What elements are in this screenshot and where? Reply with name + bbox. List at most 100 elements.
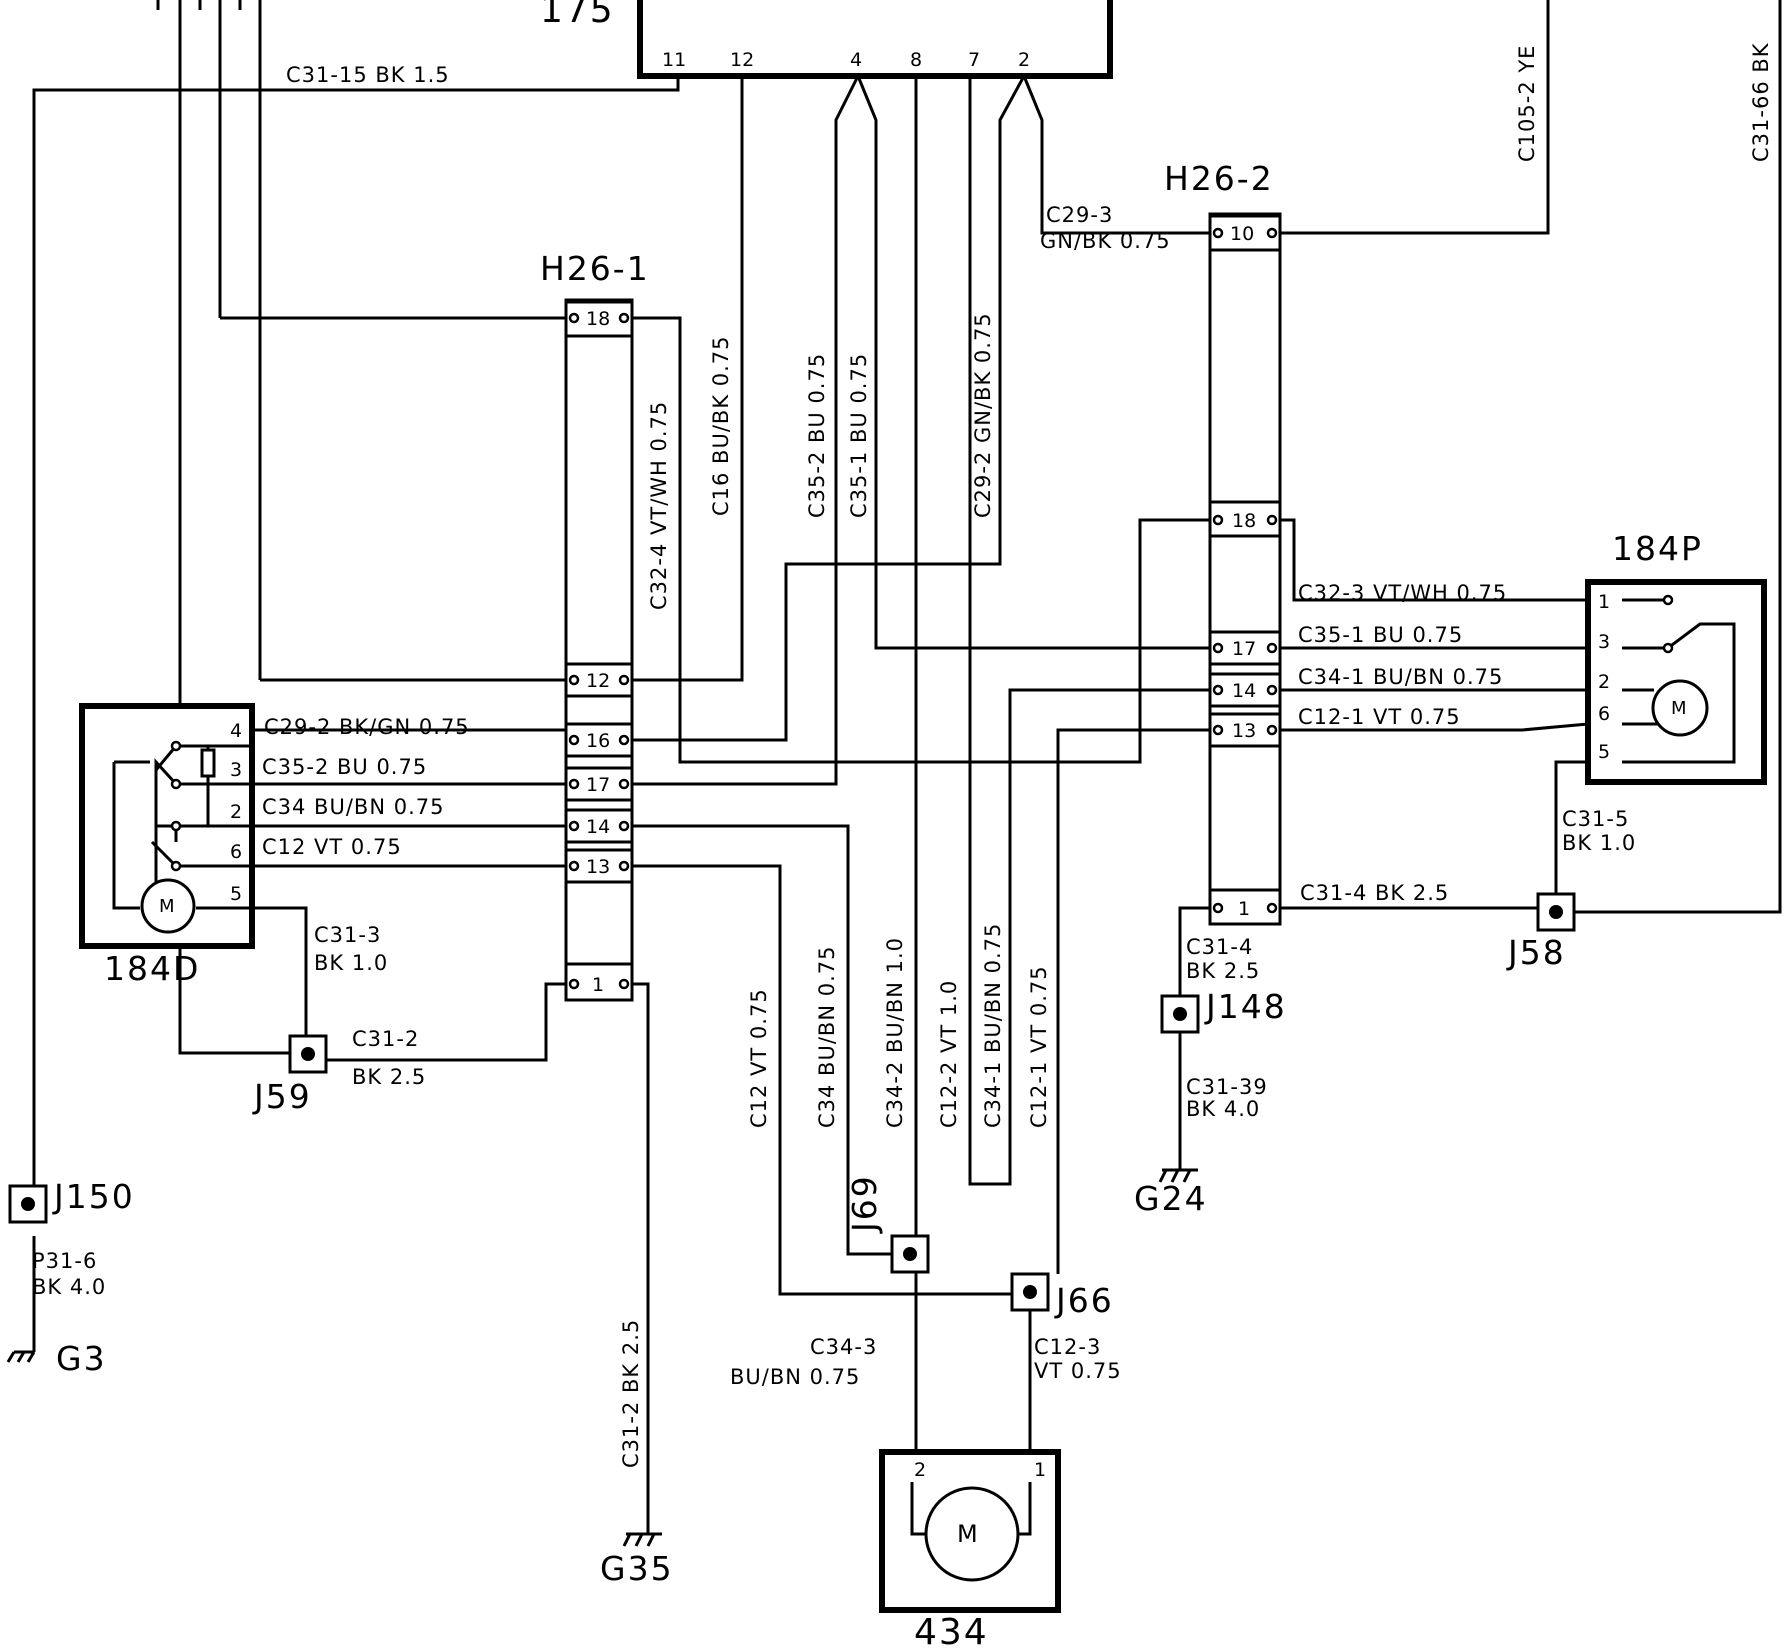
ground-g3-label: G3 bbox=[56, 1339, 107, 1378]
label-c34-horizontal: C34 BU/BN 0.75 bbox=[262, 795, 444, 819]
h26-2-pin-17: 17 bbox=[1232, 638, 1256, 660]
label-c12-1-vertical: C12-1 VT 0.75 bbox=[1027, 965, 1051, 1128]
label-c31-15: C31-15 BK 1.5 bbox=[286, 63, 450, 87]
junction-j59: J59 bbox=[252, 1034, 328, 1116]
label-c31-4-b: BK 2.5 bbox=[1186, 959, 1260, 983]
h26-1-pin-1: 1 bbox=[592, 974, 604, 996]
label-c35-1-vertical: C35-1 BU 0.75 bbox=[847, 353, 871, 518]
junction-j58-label: J58 bbox=[1506, 933, 1566, 972]
label-c105-2: C105-2 YE bbox=[1515, 45, 1539, 162]
svg-text:M: M bbox=[159, 896, 175, 917]
ground-g24-label: G24 bbox=[1134, 1179, 1208, 1218]
label-c31-66: C31-66 BK bbox=[1749, 42, 1773, 162]
junction-j148-label: J148 bbox=[1204, 987, 1287, 1026]
label-c16: C16 BU/BK 0.75 bbox=[709, 335, 733, 516]
184d-pin-6: 6 bbox=[230, 841, 242, 863]
h26-1-pin-13: 13 bbox=[586, 856, 610, 878]
label-c31-2-a: C31-2 bbox=[352, 1027, 419, 1051]
pin-175-11: 11 bbox=[662, 49, 686, 71]
svg-text:M: M bbox=[1671, 698, 1687, 719]
component-175: 175 11 12 4 8 7 2 bbox=[540, 0, 1113, 79]
connector-h26-1: H26-1 18 12 16 17 14 13 1 bbox=[540, 249, 650, 1002]
label-c35-2-horizontal: C35-2 BU 0.75 bbox=[262, 755, 427, 779]
184p-pin-5: 5 bbox=[1598, 741, 1610, 763]
label-c29-2-vertical: C29-2 GN/BK 0.75 bbox=[971, 312, 995, 518]
label-c35-1-horizontal: C35-1 BU 0.75 bbox=[1298, 623, 1463, 647]
label-c34-1-vertical: C34-1 BU/BN 0.75 bbox=[981, 923, 1005, 1128]
label-c12-2-vertical: C12-2 VT 1.0 bbox=[937, 980, 961, 1128]
184d-pin-3: 3 bbox=[230, 759, 242, 781]
h26-1-pin-17: 17 bbox=[586, 774, 610, 796]
svg-text:M: M bbox=[957, 1520, 978, 1548]
ground-g3: G3 bbox=[6, 1339, 107, 1378]
label-c31-2-vertical: C31-2 BK 2.5 bbox=[619, 1319, 643, 1468]
junction-j150: J150 bbox=[8, 1177, 135, 1224]
label-c35-2-vertical: C35-2 BU 0.75 bbox=[805, 353, 829, 518]
label-c34-3-a: C34-3 bbox=[810, 1335, 877, 1359]
component-184d: 184D 4 3 2 6 5 M bbox=[79, 703, 255, 988]
184p-motor-icon bbox=[1651, 679, 1709, 737]
label-c34-2-vertical: C34-2 BU/BN 1.0 bbox=[883, 937, 907, 1128]
434-motor-icon bbox=[924, 1486, 1020, 1582]
184p-pin-1: 1 bbox=[1598, 591, 1610, 613]
label-c31-3-b: BK 1.0 bbox=[314, 951, 388, 975]
label-c29-3-b: GN/BK 0.75 bbox=[1040, 229, 1171, 253]
junction-j58: J58 bbox=[1506, 892, 1576, 972]
h26-1-pin-12: 12 bbox=[586, 670, 610, 692]
label-c12-3-b: VT 0.75 bbox=[1034, 1359, 1122, 1383]
434-pin-1: 1 bbox=[1034, 1459, 1046, 1481]
h26-2-pin-1: 1 bbox=[1238, 898, 1250, 920]
component-184p: 184P 1 3 2 6 5 M bbox=[1585, 529, 1767, 785]
label-c34-vertical: C34 BU/BN 0.75 bbox=[815, 946, 839, 1128]
label-c31-39-a: C31-39 bbox=[1186, 1075, 1268, 1099]
184p-pin-3: 3 bbox=[1598, 631, 1610, 653]
pin-175-8: 8 bbox=[910, 49, 922, 71]
label-c31-4-a: C31-4 bbox=[1186, 935, 1253, 959]
184d-pin-5: 5 bbox=[230, 883, 242, 905]
junction-j59-label: J59 bbox=[252, 1077, 312, 1116]
label-c32-4: C32-4 VT/WH 0.75 bbox=[647, 401, 671, 610]
ground-g35: G35 bbox=[600, 1532, 674, 1588]
component-434: 434 2 1 M bbox=[879, 1449, 1061, 1648]
connector-h26-2: H26-2 10 18 17 14 13 1 bbox=[1164, 159, 1282, 926]
ground-g24: G24 bbox=[1134, 1168, 1208, 1218]
184p-pin-2: 2 bbox=[1598, 671, 1610, 693]
label-c31-3-a: C31-3 bbox=[314, 923, 381, 947]
label-c31-5-a: C31-5 bbox=[1562, 807, 1629, 831]
label-c12-3-a: C12-3 bbox=[1034, 1335, 1101, 1359]
junction-j66: J66 bbox=[1010, 1272, 1114, 1320]
pin-175-7: 7 bbox=[968, 49, 980, 71]
h26-1-pin-18: 18 bbox=[586, 308, 610, 330]
connector-h26-1-label: H26-1 bbox=[540, 249, 650, 288]
label-p31-6-b: BK 4.0 bbox=[32, 1275, 106, 1299]
junction-j69: J69 bbox=[845, 1174, 930, 1274]
pin-175-4: 4 bbox=[850, 49, 862, 71]
434-pin-2: 2 bbox=[914, 1459, 926, 1481]
label-c34-3-b: BU/BN 0.75 bbox=[730, 1365, 860, 1389]
label-c31-39-b: BK 4.0 bbox=[1186, 1097, 1260, 1121]
label-c31-4-horizontal: C31-4 BK 2.5 bbox=[1300, 881, 1449, 905]
184d-pin-4: 4 bbox=[230, 720, 242, 742]
component-434-label: 434 bbox=[914, 1612, 989, 1648]
label-c29-3-a: C29-3 bbox=[1046, 203, 1113, 227]
184p-pin-6: 6 bbox=[1598, 703, 1610, 725]
wires bbox=[32, 0, 1782, 1536]
h26-1-pin-16: 16 bbox=[586, 730, 610, 752]
junction-j69-label: J69 bbox=[845, 1174, 884, 1234]
component-175-label: 175 bbox=[540, 0, 615, 31]
184d-pin-2: 2 bbox=[230, 801, 242, 823]
component-184d-label: 184D bbox=[104, 949, 200, 988]
junction-j66-label: J66 bbox=[1054, 1281, 1114, 1320]
wire-labels: C31-15 BK 1.5 C105-2 YE C31-66 BK C29-3 … bbox=[32, 42, 1773, 1468]
label-c32-3: C32-3 VT/WH 0.75 bbox=[1298, 581, 1507, 605]
h26-2-pin-18: 18 bbox=[1232, 510, 1256, 532]
connector-h26-2-label: H26-2 bbox=[1164, 159, 1274, 198]
ground-g35-label: G35 bbox=[600, 1549, 674, 1588]
label-c29-2-horizontal: C29-2 BK/GN 0.75 bbox=[264, 715, 470, 739]
label-c12-1-horizontal: C12-1 VT 0.75 bbox=[1298, 705, 1461, 729]
label-p31-6-a: P31-6 bbox=[32, 1249, 97, 1273]
h26-2-pin-14: 14 bbox=[1232, 680, 1256, 702]
junction-j150-label: J150 bbox=[52, 1177, 135, 1216]
label-c12-horizontal: C12 VT 0.75 bbox=[262, 835, 402, 859]
